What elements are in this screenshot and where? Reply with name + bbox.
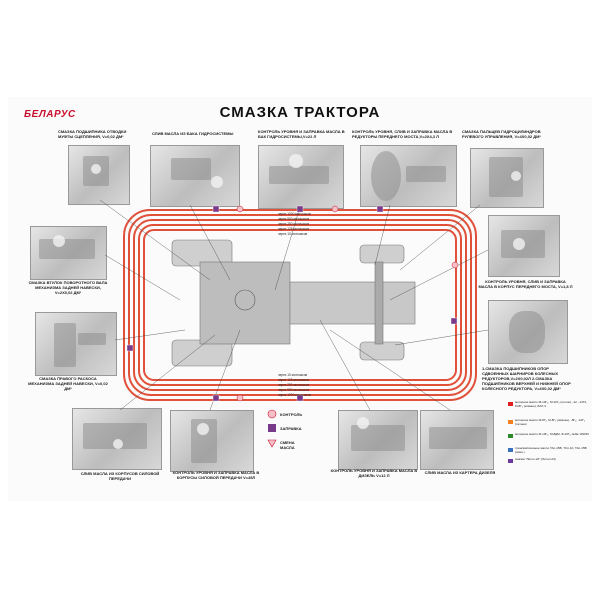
route-label-bottom-2: через 250 моточасов <box>278 383 310 387</box>
marker-fill-4 <box>126 344 134 352</box>
marker-fill-5 <box>450 317 458 325</box>
oil-legend-3: моторное масло М-10Г₂, М-8ДМ, Ф-10Г₂, ЕА… <box>515 432 589 436</box>
marker-control-3 <box>451 261 459 269</box>
legend-symbols <box>267 409 277 448</box>
oil-legend-2: моторное масло М-8Г₂, М-8Г₂ (зимнее), -8… <box>515 418 586 426</box>
photo-rear-hitch-shaft <box>30 226 107 280</box>
legend-control-label: КОНТРОЛЬ <box>280 412 303 417</box>
label-transmission-drain: СЛИВ МАСЛА ИЗ КОРПУСОВ СИЛОВОЙ ПЕРЕДАЧИ <box>80 471 160 481</box>
route-label-top-2: через 250 моточасов <box>278 222 310 226</box>
label-engine-drain: СЛИВ МАСЛА ИЗ КАРТЕРА ДИЗЕЛЯ <box>424 470 496 475</box>
route-label-bottom-1: через 125 моточасов <box>278 378 310 382</box>
label-steering-cylinders: СМАЗКА ПАЛЬЦЕВ ГИДРОЦИЛИНДРОВ РУЛЕВОГО У… <box>462 129 541 139</box>
marker-control-1 <box>236 205 244 213</box>
route-label-top-0: через 1000 моточасов <box>278 212 311 216</box>
oil-swatch-4 <box>508 448 513 452</box>
route-loop-125 <box>138 224 462 386</box>
oil-swatch-2 <box>508 420 513 424</box>
control-markers <box>236 205 459 402</box>
fill-symbol-icon <box>268 424 276 432</box>
legend-fill-label: ЗАПРАВКА <box>280 426 302 431</box>
photo-hydraulic-tank <box>258 145 344 209</box>
oil-swatch-1 <box>508 402 513 406</box>
photo-wheel-reducer-bearings <box>488 300 568 364</box>
marker-control-2 <box>331 205 339 213</box>
oil-legend-5: смазка "Литол-24" (Литол-24) <box>515 457 556 461</box>
label-transmission-fill: КОНТРОЛЬ УРОВНЯ И ЗАПРАВКА МАСЛА В КОРПУ… <box>172 470 260 480</box>
photo-transmission-fill <box>170 410 254 472</box>
label-engine-fill: КОНТРОЛЬ УРОВНЯ И ЗАПРАВКА МАСЛА В ДИЗЕЛ… <box>330 468 418 478</box>
control-symbol-icon <box>267 409 277 419</box>
brand-logo: БЕЛАРУС <box>24 109 76 120</box>
route-label-top-4: через 10 моточасов <box>278 232 308 236</box>
tractor-top-view <box>171 239 416 367</box>
route-label-bottom-0: через 10 моточасов <box>278 373 308 377</box>
route-label-top-1: через 500 моточасов <box>278 217 310 221</box>
label-hydraulic-tank: КОНТРОЛЬ УРОВНЯ И ЗАПРАВКА МАСЛА В БАК Г… <box>258 129 345 139</box>
photo-rear-hitch-brace <box>35 312 117 376</box>
marker-fill-2 <box>296 205 304 213</box>
oil-legend-swatches <box>508 402 513 463</box>
photo-front-axle-reducers <box>360 145 457 207</box>
label-clutch-bearing: СМАЗКА ПОДШИПНИКА ОТВОДКИ МУФТЫ СЦЕПЛЕНИ… <box>58 129 127 139</box>
leader-lines <box>99 199 489 411</box>
label-front-axle-reducers: КОНТРОЛЬ УРОВНЯ, СЛИВ И ЗАПРАВКА МАСЛА В… <box>352 129 453 139</box>
photo-steering-cylinders <box>470 148 544 208</box>
label-front-axle-housing: КОНТРОЛЬ УРОВНЯ, СЛИВ И ЗАПРАВКА МАСЛА В… <box>478 279 573 289</box>
oil-legend-4: трансмиссионное масло ТАп-15В, ТСп-10, Т… <box>515 446 587 454</box>
oil-swatch-3 <box>508 434 513 438</box>
page-title: СМАЗКА ТРАКТОРА <box>219 104 381 121</box>
photo-hydraulic-drain <box>150 145 240 207</box>
label-rear-hitch-brace: СМАЗКА ПРАВОГО РАСКОСА МЕХАНИЗМА ЗАДНЕЙ … <box>28 376 108 391</box>
legend-change-label: СМЕНА МАСЛА <box>280 440 295 450</box>
marker-control-4 <box>236 394 244 402</box>
oil-legend-1: моторное масло М-10Г₂, М-10Г₂ (летом), -… <box>515 400 587 408</box>
label-hydraulic-drain: СЛИВ МАСЛА ИЗ БАКА ГИДРОСИСТЕМЫ <box>152 131 234 136</box>
photo-clutch-bearing <box>68 145 130 205</box>
cab-body <box>199 261 291 345</box>
route-label-top-3: через 125 моточасов <box>278 227 310 231</box>
marker-fill-7 <box>296 394 304 402</box>
label-rear-hitch-shaft: СМАЗКА ВТУЛОК ПОВОРОТНОГО ВАЛА МЕХАНИЗМА… <box>28 280 108 295</box>
engine-hood <box>289 281 416 325</box>
oil-swatch-5 <box>508 459 513 463</box>
photo-front-axle-housing <box>488 215 560 277</box>
marker-fill-3 <box>376 205 384 213</box>
marker-fill-6 <box>212 394 220 402</box>
service-markers <box>126 205 458 402</box>
oil-change-symbol-icon <box>267 439 277 448</box>
front-axle <box>374 261 384 345</box>
steering-wheel <box>234 289 256 311</box>
route-loop-10 <box>143 229 457 381</box>
photo-engine-fill <box>338 410 418 470</box>
marker-fill-1 <box>212 205 220 213</box>
route-label-bottom-4: через 1000 моточасов <box>278 393 311 397</box>
route-loop-250 <box>133 219 467 391</box>
route-label-bottom-3: через 500 моточасов <box>278 388 310 392</box>
photo-engine-drain <box>420 410 494 470</box>
front-wheel-left <box>359 244 405 264</box>
label-wheel-reducer-bearings: 1.СМАЗКА ПОДШИПНИКОВ ОПОР СДВОЕННЫХ ШАРН… <box>482 366 571 391</box>
photo-transmission-drain <box>72 408 162 470</box>
